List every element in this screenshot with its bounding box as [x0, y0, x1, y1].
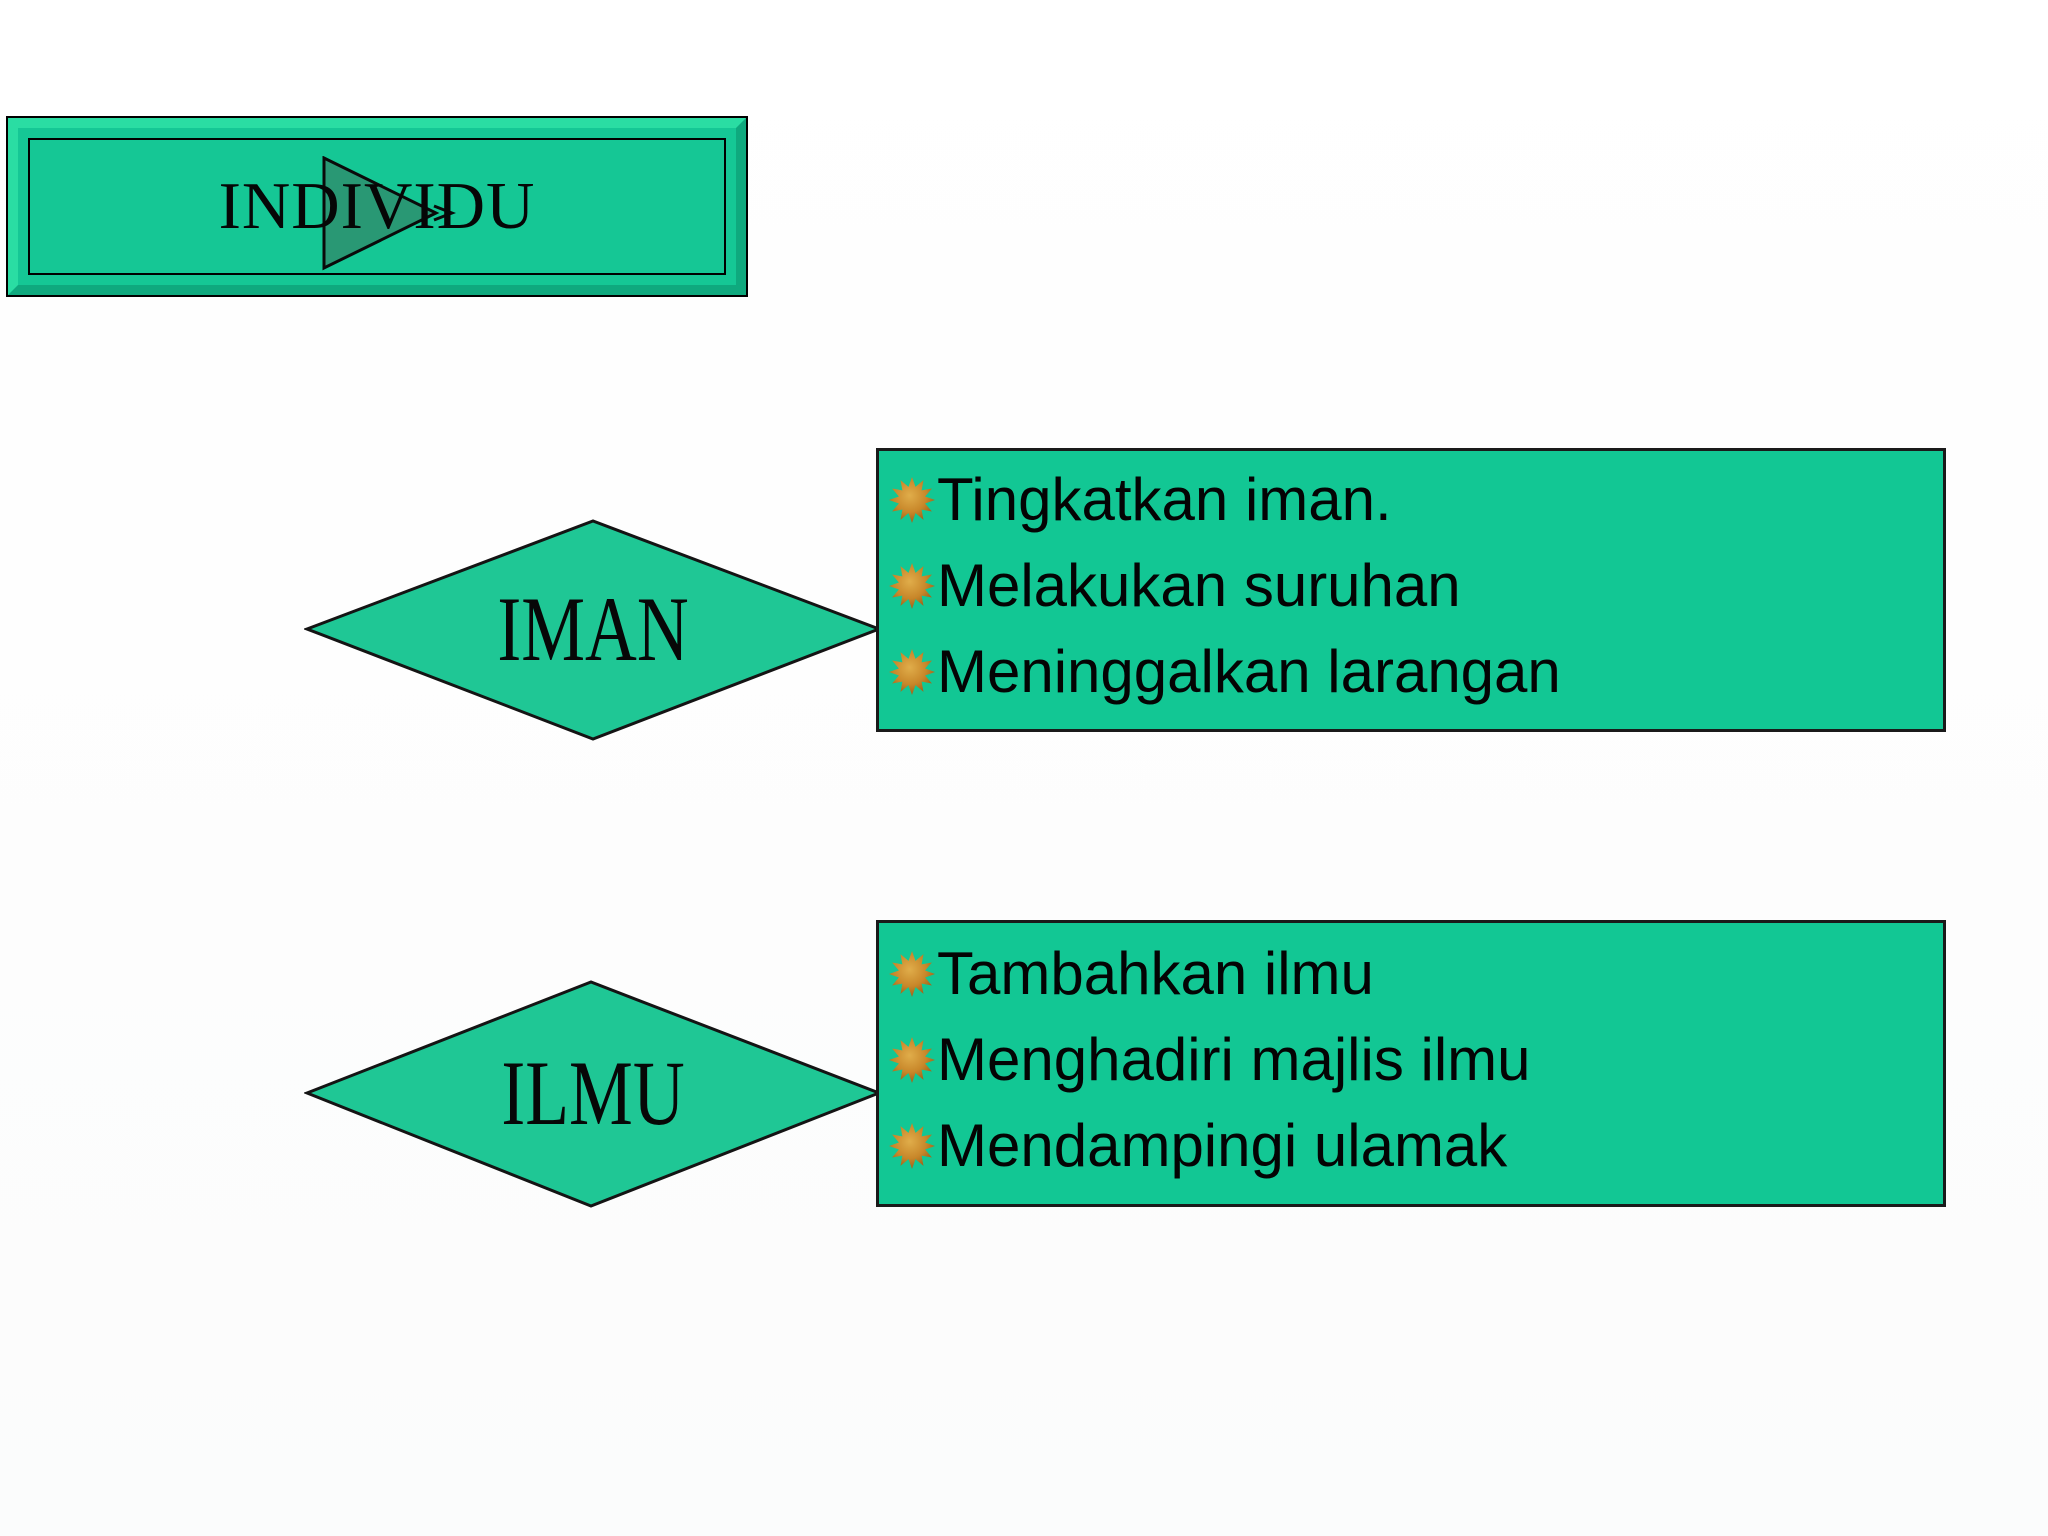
iman-bullet-box: Tingkatkan iman. Melakukan suruhan Menin… — [876, 448, 1946, 732]
starburst-bullet-icon — [889, 1123, 935, 1169]
bullet-text: Tambahkan ilmu — [937, 940, 1374, 1007]
starburst-bullet-icon — [889, 1037, 935, 1083]
bullet-text: Melakukan suruhan — [937, 552, 1461, 619]
ilmu-diamond-label: ILMU — [501, 1042, 685, 1144]
list-item: Tambahkan ilmu — [889, 931, 1933, 1017]
title-label: INDIVIDU — [218, 169, 536, 243]
list-item: Menghadiri majlis ilmu — [889, 1017, 1933, 1103]
ilmu-bullet-box: Tambahkan ilmu Menghadiri majlis ilmu Me… — [876, 920, 1946, 1207]
bullet-text: Menghadiri majlis ilmu — [937, 1026, 1531, 1093]
starburst-bullet-icon — [889, 951, 935, 997]
starburst-bullet-icon — [889, 563, 935, 609]
play-triangle-icon — [322, 156, 456, 271]
list-item: Tingkatkan iman. — [889, 457, 1933, 543]
individu-title-button[interactable]: INDIVIDU — [6, 116, 748, 297]
bullet-text: Mendampingi ulamak — [937, 1112, 1508, 1179]
list-item: Meninggalkan larangan — [889, 629, 1933, 715]
title-button-face: INDIVIDU — [28, 138, 726, 275]
starburst-bullet-icon — [889, 477, 935, 523]
list-item: Mendampingi ulamak — [889, 1103, 1933, 1189]
list-item: Melakukan suruhan — [889, 543, 1933, 629]
starburst-bullet-icon — [889, 649, 935, 695]
iman-diamond-label: IMAN — [497, 578, 689, 680]
title-bevel-frame: INDIVIDU — [8, 118, 746, 295]
bullet-text: Tingkatkan iman. — [937, 466, 1392, 533]
bullet-text: Meninggalkan larangan — [937, 638, 1561, 705]
